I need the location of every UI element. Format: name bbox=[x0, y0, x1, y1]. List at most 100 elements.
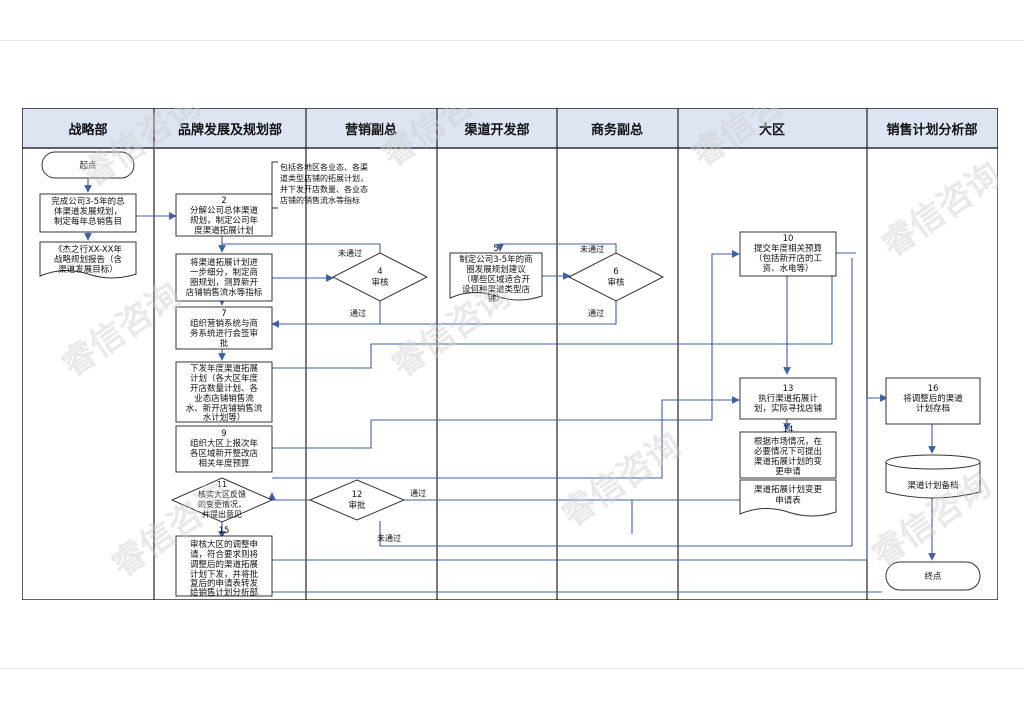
document-change-request: 渠道拓展计划变更 申请表 bbox=[739, 479, 837, 517]
top-divider bbox=[0, 40, 1024, 41]
decision-6: 6 审核 bbox=[567, 252, 665, 302]
svg-text:体渠道发展规划，: 体渠道发展规划， bbox=[54, 206, 122, 217]
edge-label-pass-12: 通过 bbox=[410, 488, 426, 498]
document-strategy-report: 《杰之行XX-XX年 战略规划报告（含 渠道发展目标） bbox=[39, 241, 137, 279]
svg-text:核实大区反馈: 核实大区反馈 bbox=[198, 489, 246, 499]
lane-header-channel-dev: 渠道开发部 bbox=[463, 122, 529, 138]
svg-text:7: 7 bbox=[221, 309, 226, 319]
svg-text:店铺销售流水等指标: 店铺销售流水等指标 bbox=[186, 287, 263, 298]
svg-text:将调整后的渠道: 将调整后的渠道 bbox=[903, 393, 963, 404]
svg-text:各区域新开整改店: 各区域新开整改店 bbox=[190, 448, 259, 459]
process-5: 5 制定公司3-5年的商 圈发展规划建议 （哪些区域适合开 设何种渠道类型店 铺… bbox=[449, 244, 543, 304]
process-1: 完成公司3-5年的总 体渠道发展规划， 制定每年总销售目 bbox=[39, 193, 137, 233]
process-9: 9 组织大区上报次年 各区域新开整改店 相关年度预算 bbox=[175, 425, 273, 473]
process-13: 13 执行渠道拓展计 划，实际寻找店铺 bbox=[739, 377, 837, 420]
process-8: 下发年度渠道拓展 计划（各大区年度 开店数量计划、各 业态店铺销售流 水、新开店… bbox=[175, 361, 273, 423]
svg-text:审核: 审核 bbox=[371, 277, 389, 288]
watermark-text: 睿信咨询 bbox=[554, 425, 688, 536]
svg-text:度渠道拓展计划: 度渠道拓展计划 bbox=[194, 225, 254, 236]
svg-text:道类型店铺的拓展计划，: 道类型店铺的拓展计划， bbox=[280, 173, 368, 183]
edge-label-pass-4: 通过 bbox=[350, 308, 366, 318]
edge-label-fail-4: 未通过 bbox=[338, 248, 362, 258]
svg-text:相关年度预算: 相关年度预算 bbox=[198, 458, 250, 469]
process-3: 将渠道拓展计划进 一步细分，制定商 圈规划，测算新开 店铺销售流水等指标 bbox=[175, 253, 273, 302]
svg-text:开店数量计划、各: 开店数量计划、各 bbox=[190, 383, 259, 394]
svg-text:复后的申请表转发: 复后的申请表转发 bbox=[190, 578, 259, 589]
svg-text:将渠道拓展计划进: 将渠道拓展计划进 bbox=[190, 257, 259, 268]
header-band bbox=[21, 107, 999, 149]
watermark-text: 睿信咨询 bbox=[54, 275, 188, 386]
svg-text:根据市场情况，在: 根据市场情况，在 bbox=[754, 436, 822, 447]
svg-text:执行渠道拓展计: 执行渠道拓展计 bbox=[758, 393, 818, 404]
edge-label-fail-6: 未通过 bbox=[580, 244, 604, 254]
svg-text:调整后的渠道拓展: 调整后的渠道拓展 bbox=[190, 559, 259, 570]
svg-text:给销售计划分析部: 给销售计划分析部 bbox=[190, 587, 259, 598]
bottom-divider bbox=[0, 668, 1024, 669]
watermark-text: 睿信咨询 bbox=[874, 155, 998, 266]
process-10: 10 提交年度相关预算 （包括新开店的工 资、水电等） bbox=[739, 231, 837, 277]
svg-text:11: 11 bbox=[217, 480, 227, 489]
svg-text:（哪些区域适合开: （哪些区域适合开 bbox=[462, 274, 531, 285]
svg-text:制定每年总销售目: 制定每年总销售目 bbox=[54, 216, 122, 227]
svg-text:圈规划，测算新开: 圈规划，测算新开 bbox=[190, 277, 259, 288]
svg-text:水计划等）: 水计划等） bbox=[203, 412, 246, 423]
svg-text:设何种渠道类型店: 设何种渠道类型店 bbox=[462, 284, 531, 295]
svg-text:终点: 终点 bbox=[924, 571, 942, 582]
process-15: 15 审核大区的调整申 请，符合要求则将 调整后的渠道拓展 计划下发，并将批 复… bbox=[175, 526, 273, 598]
svg-text:15: 15 bbox=[219, 526, 230, 536]
decision-11: 11 核实大区反馈 的变更情况， 并提出意见 bbox=[170, 477, 274, 523]
svg-text:提交年度相关预算: 提交年度相关预算 bbox=[754, 243, 823, 254]
swimlane-flowchart: 战略部 品牌发展及规划部 营销副总 渠道开发部 商务副总 大区 销售计划分析部 bbox=[21, 65, 1009, 601]
svg-text:一步细分，制定商: 一步细分，制定商 bbox=[190, 267, 258, 278]
lane-header-business-vp: 商务副总 bbox=[591, 122, 643, 138]
svg-text:2: 2 bbox=[221, 196, 226, 206]
lane-header-region: 大区 bbox=[759, 122, 785, 138]
svg-text:4: 4 bbox=[377, 267, 382, 277]
svg-text:计划下发，并将批: 计划下发，并将批 bbox=[190, 569, 259, 580]
svg-text:的变更情况，: 的变更情况， bbox=[198, 499, 246, 509]
svg-text:13: 13 bbox=[783, 384, 794, 394]
svg-text:审批: 审批 bbox=[348, 500, 366, 511]
svg-text:审核: 审核 bbox=[607, 277, 625, 288]
svg-text:渠道发展目标）: 渠道发展目标） bbox=[58, 264, 118, 275]
svg-text:14: 14 bbox=[783, 425, 794, 435]
svg-text:16: 16 bbox=[928, 384, 939, 394]
svg-text:并提出意见: 并提出意见 bbox=[202, 509, 242, 519]
lane-header-brand: 品牌发展及规划部 bbox=[178, 122, 282, 138]
edge-label-fail-12: 未通过 bbox=[377, 533, 401, 543]
process-7: 7 组织营销系统与商 务系统进行会签审 批 bbox=[175, 306, 273, 350]
svg-text:渠道拓展计划的变: 渠道拓展计划的变 bbox=[754, 456, 823, 467]
start-label: 起点 bbox=[79, 161, 97, 171]
svg-text:分解公司总体渠道: 分解公司总体渠道 bbox=[190, 205, 259, 216]
svg-text:审核大区的调整申: 审核大区的调整申 bbox=[190, 539, 258, 550]
svg-text:计划存档: 计划存档 bbox=[916, 403, 950, 414]
lane-header-strategy: 战略部 bbox=[68, 122, 107, 138]
svg-text:下发年度渠道拓展: 下发年度渠道拓展 bbox=[190, 363, 259, 374]
decision-12: 12 审批 bbox=[308, 479, 406, 521]
svg-text:12: 12 bbox=[352, 490, 363, 500]
process-16: 16 将调整后的渠道 计划存档 bbox=[885, 377, 981, 425]
svg-text:划，实际寻找店铺: 划，实际寻找店铺 bbox=[754, 403, 823, 414]
edge-label-pass-6: 通过 bbox=[588, 308, 604, 318]
svg-text:6: 6 bbox=[613, 267, 618, 277]
svg-text:组织营销系统与商: 组织营销系统与商 bbox=[190, 318, 258, 329]
svg-text:10: 10 bbox=[783, 234, 794, 244]
svg-text:圈发展规划建议: 圈发展规划建议 bbox=[466, 264, 526, 275]
svg-text:务系统进行会签审: 务系统进行会签审 bbox=[190, 328, 258, 339]
svg-text:批: 批 bbox=[220, 338, 229, 349]
svg-text:5: 5 bbox=[493, 244, 498, 254]
svg-text:《杰之行XX-XX年: 《杰之行XX-XX年 bbox=[54, 244, 123, 255]
lane-header-sales-plan: 销售计划分析部 bbox=[886, 122, 977, 138]
svg-text:完成公司3-5年的总: 完成公司3-5年的总 bbox=[51, 196, 125, 207]
svg-text:资、水电等）: 资、水电等） bbox=[762, 263, 813, 274]
svg-text:规划，制定公司年: 规划，制定公司年 bbox=[190, 215, 259, 226]
process-2: 2 分解公司总体渠道 规划，制定公司年 度渠道拓展计划 bbox=[175, 193, 273, 237]
start-terminator: 起点 bbox=[41, 151, 135, 179]
svg-text:业态店铺销售流: 业态店铺销售流 bbox=[194, 393, 254, 404]
lane-header-marketing-vp: 营销副总 bbox=[345, 122, 397, 138]
svg-text:渠道计划备档: 渠道计划备档 bbox=[907, 480, 958, 491]
process-14: 14 根据市场情况，在 必要情况下可提出 渠道拓展计划的变 更申请 bbox=[739, 425, 837, 479]
svg-text:申请表: 申请表 bbox=[775, 495, 801, 506]
svg-text:（包括新开店的工: （包括新开店的工 bbox=[754, 253, 823, 264]
svg-text:制定公司3-5年的商: 制定公司3-5年的商 bbox=[459, 254, 532, 265]
